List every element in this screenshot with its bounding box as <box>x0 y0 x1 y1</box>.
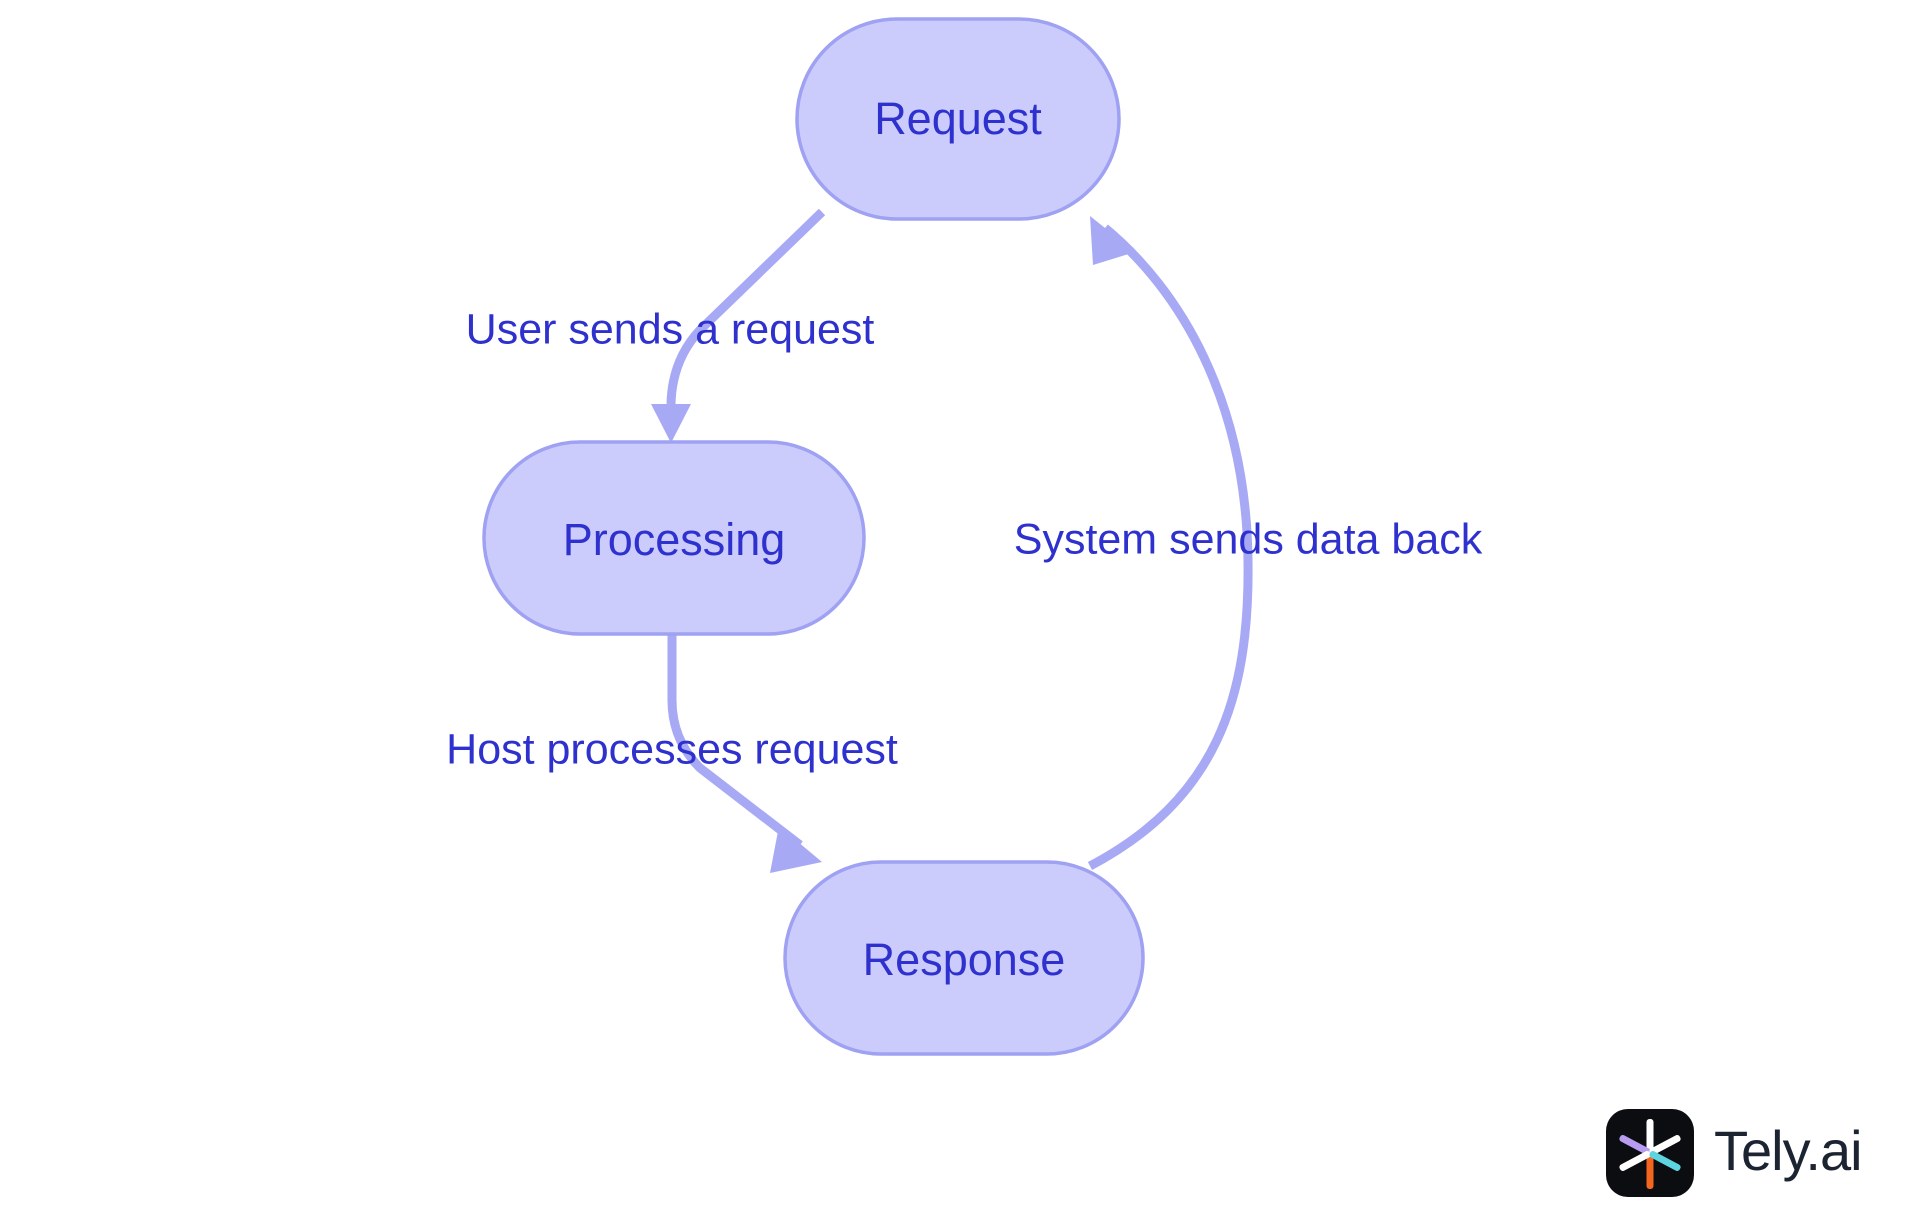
node-response[interactable]: Response <box>783 860 1145 1056</box>
edge-request-to-processing <box>651 208 826 443</box>
node-request-label: Request <box>874 93 1042 144</box>
node-response-shape[interactable] <box>783 860 1145 1056</box>
edge-processing-to-response-line <box>667 634 803 849</box>
node-response-label: Response <box>863 934 1066 985</box>
node-request[interactable]: Request <box>795 17 1121 221</box>
edge-request-to-processing-arrowhead <box>651 404 691 443</box>
edge-processing-to-response-arrowhead <box>770 826 822 873</box>
edge-processing-to-response <box>667 634 822 873</box>
spoke-bottom-icon <box>1646 1153 1654 1189</box>
edge-request-to-processing-line <box>666 208 826 405</box>
edge-response-to-request <box>1087 216 1253 870</box>
tely-ai-logo: Tely.ai <box>1606 1107 1863 1199</box>
spoke-top-icon <box>1646 1119 1654 1153</box>
edge-response-to-request-line <box>1087 224 1253 870</box>
node-processing[interactable]: Processing <box>482 440 866 636</box>
node-request-shape[interactable] <box>795 17 1121 221</box>
tely-starburst-icon <box>1606 1109 1694 1197</box>
edge-label-user-sends-a-request: User sends a request <box>466 305 875 353</box>
tely-ai-wordmark: Tely.ai <box>1714 1119 1863 1182</box>
edge-label-host-processes-request: Host processes request <box>446 725 898 773</box>
node-processing-shape[interactable] <box>482 440 866 636</box>
node-processing-label: Processing <box>563 514 786 565</box>
edge-label-system-sends-data-back: System sends data back <box>1014 515 1483 563</box>
edge-response-to-request-arrowhead <box>1090 216 1135 265</box>
